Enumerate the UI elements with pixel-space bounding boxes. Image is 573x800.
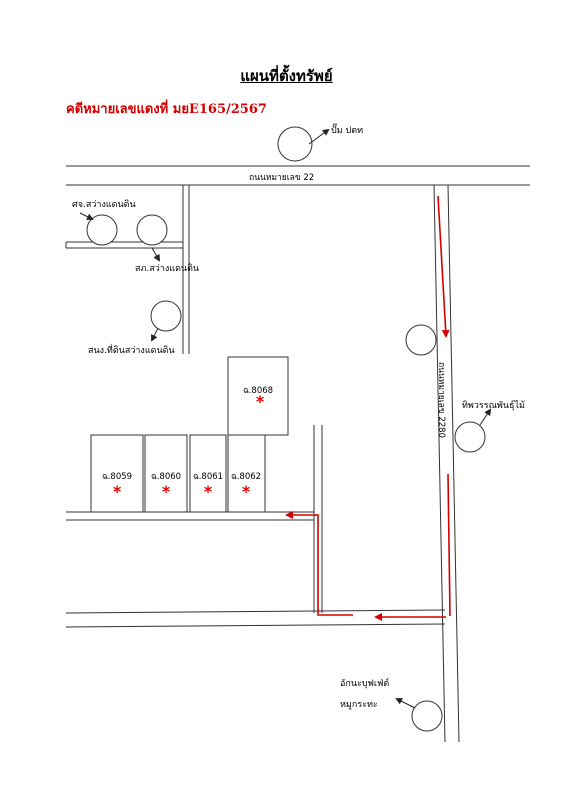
gas-station-marker [277, 126, 313, 162]
gas-station-pointer-arrow [308, 128, 330, 145]
right-road-label: ถนนหมายเลข 2280 [436, 362, 446, 438]
top-road-label: ถนนหมายเลข 22 [249, 173, 315, 183]
right-road-marker [405, 324, 437, 356]
restaurant-label-line2: หมูกระทะ [340, 700, 378, 710]
parcel-8060-box [144, 434, 188, 513]
parcel-8061-marker: * [203, 482, 213, 501]
restaurant-label-line1: อักนะบุฟเฟ่ต์ [340, 679, 390, 689]
parcel-8059-box [90, 434, 144, 513]
inner-vertical-lane [313, 425, 323, 613]
parcel-8068-marker: * [255, 392, 265, 411]
land-office-label: สนง.ที่ดินสว่างแดนดิน [88, 346, 175, 356]
road-top [66, 165, 530, 186]
gas-station-label: ปั๊ม ปตท [331, 126, 363, 136]
police-station-marker [136, 214, 168, 246]
parcel-8068-label: ฉ.8068 [242, 386, 274, 396]
parcel-8060-marker: * [161, 482, 171, 501]
land-office-center-pointer-arrow [79, 212, 94, 220]
parcel-8061-label: ฉ.8061 [192, 472, 224, 482]
road-middle [66, 511, 314, 521]
parcel-8062-marker: * [241, 482, 251, 501]
route-arrow-1 [437, 195, 450, 338]
left-small-lane [65, 241, 183, 249]
route-arrow-4 [285, 511, 353, 616]
restaurant-marker [411, 700, 443, 732]
plant-shop-label: ทิพวรรณพันธุ์ไม้ [462, 401, 525, 411]
route-line-2 [447, 473, 451, 617]
parcel-8062-box [227, 434, 266, 513]
page-title: แผนที่ตั้งทรัพย์ [240, 67, 333, 85]
parcel-8059-label: ฉ.8059 [101, 472, 133, 482]
land-office-center-marker [86, 214, 118, 246]
plant-shop-marker [454, 421, 486, 453]
parcel-8062-label: ฉ.8062 [230, 472, 262, 482]
land-office-pointer-arrow [151, 327, 159, 342]
parcel-8059-marker: * [112, 482, 122, 501]
police-station-label: สภ.สว่างแดนดิน [135, 264, 200, 274]
left-vertical-lane [182, 185, 190, 354]
plant-shop-pointer-arrow [479, 408, 492, 426]
parcel-8060-label: ฉ.8060 [150, 472, 182, 482]
road-right [433, 184, 460, 743]
road-bottom [65, 609, 446, 628]
parcel-8061-box [189, 434, 227, 513]
case-number: คดีหมายเลขแดงที่ มยE165/2567 [66, 102, 267, 117]
police-station-pointer-arrow [151, 247, 161, 262]
land-office-center-label: ศจ.สว่างแดนดิน [72, 200, 136, 210]
restaurant-pointer-arrow [395, 698, 416, 709]
land-office-marker [150, 300, 182, 332]
